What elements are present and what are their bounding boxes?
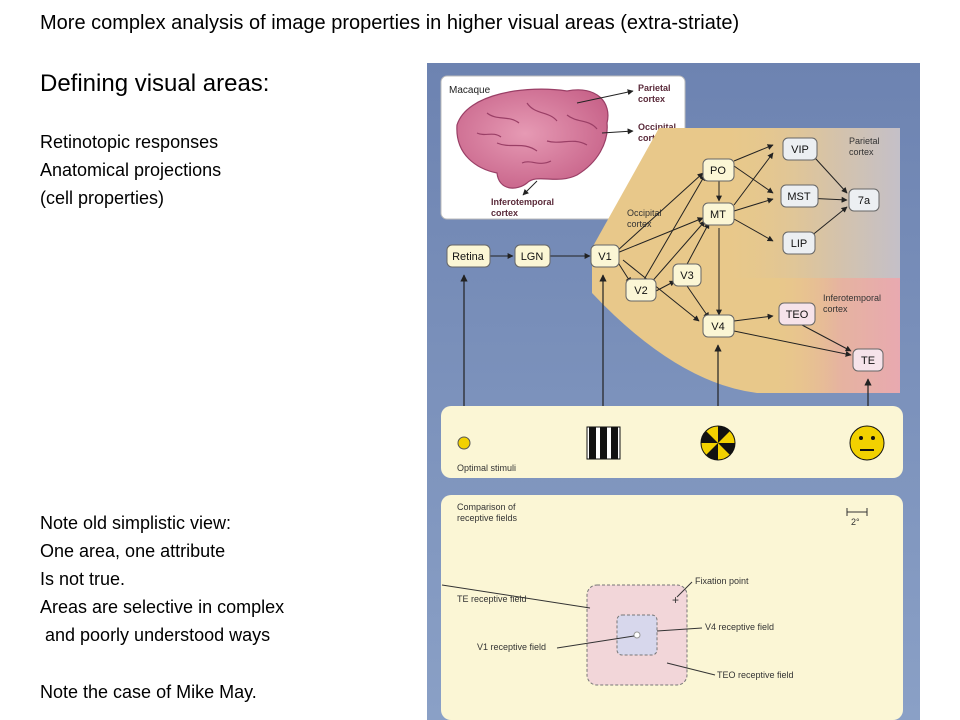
windmill-stimulus-icon [700, 425, 736, 461]
stimuli-background [441, 406, 903, 478]
area-v4-label: V4 [711, 321, 724, 333]
brain-occipital-label-1: Occipital [638, 122, 676, 132]
area-vip: VIP [782, 137, 818, 161]
area-7a: 7a [848, 188, 880, 212]
area-teo: TEO [778, 302, 816, 326]
region-it-label-2: cortex [823, 304, 848, 314]
area-v2: V2 [625, 278, 657, 302]
area-po-label: PO [710, 165, 726, 177]
area-mt: MT [702, 202, 735, 226]
area-lip-label: LIP [791, 238, 808, 250]
area-7a-label: 7a [858, 195, 871, 207]
region-occipital-label-1: Occipital [627, 208, 662, 218]
note-line-4: Areas are selective in complex [40, 597, 285, 617]
area-lip: LIP [782, 231, 816, 255]
visual-pathways-figure: Macaque Parietal cortex Occipital cortex… [427, 63, 920, 720]
brain-parietal-label-1: Parietal [638, 83, 671, 93]
area-v3: V3 [672, 263, 702, 287]
slide-title: More complex analysis of image propertie… [40, 12, 740, 34]
v1-receptive-field [633, 631, 641, 639]
scale-bar: 2° [846, 508, 868, 527]
brain-parietal-label-2: cortex [638, 94, 665, 104]
region-occipital-label-2: cortex [627, 219, 652, 229]
grating-stimulus-icon [586, 426, 621, 460]
area-v4: V4 [702, 314, 735, 338]
fixation-cross: + [672, 593, 679, 607]
area-mst: MST [780, 184, 819, 208]
note-line-1: Note old simplistic view: [40, 513, 232, 533]
note-line-3: Is not true. [40, 569, 126, 589]
area-v2-label: V2 [634, 285, 647, 297]
brain-it-label-2: cortex [491, 208, 518, 218]
receptive-fields-panel: Comparison of receptive fields 2° + Fixa… [441, 495, 903, 720]
area-retina-label: Retina [452, 251, 485, 263]
note-line-5: and poorly understood ways [40, 625, 271, 645]
region-it-label-1: Inferotemporal [823, 293, 881, 303]
area-mst-label: MST [787, 191, 811, 203]
defining-item-anatomical: Anatomical projections [40, 160, 222, 180]
defining-heading: Defining visual areas: [40, 70, 270, 97]
brain-shape [456, 88, 609, 189]
brain-it-label-1: Inferotemporal [491, 197, 554, 207]
area-v1-label: V1 [598, 251, 611, 263]
dot-stimulus-icon [457, 436, 471, 450]
stimuli-label: Optimal stimuli [457, 463, 516, 473]
area-teo-label: TEO [786, 309, 809, 321]
region-parietal-label-1: Parietal [849, 136, 880, 146]
optimal-stimuli-panel: Optimal stimuli [441, 406, 903, 478]
v4-rf-label: V4 receptive field [705, 622, 774, 632]
fixation-label: Fixation point [695, 576, 749, 586]
teo-rf-label: TEO receptive field [717, 670, 794, 680]
v1-rf-label: V1 receptive field [477, 642, 546, 652]
defining-item-cell-properties: (cell properties) [40, 188, 165, 208]
note-line-2: One area, one attribute [40, 541, 226, 561]
area-retina: Retina [446, 244, 491, 268]
area-lgn: LGN [514, 244, 551, 268]
area-po: PO [702, 158, 735, 182]
te-rf-label: TE receptive field [457, 594, 527, 604]
scale-label: 2° [851, 517, 860, 527]
brain-occipital-label-2: cortex [638, 133, 665, 143]
area-mt-label: MT [710, 209, 726, 221]
final-note: Note the case of Mike May. [40, 682, 257, 702]
area-te-label: TE [861, 355, 875, 367]
brain-species-label: Macaque [449, 85, 491, 96]
area-v1: V1 [590, 244, 620, 268]
area-vip-label: VIP [791, 144, 809, 156]
area-te: TE [852, 348, 884, 372]
rf-title-2: receptive fields [457, 513, 518, 523]
area-lgn-label: LGN [521, 251, 544, 263]
face-stimulus-icon [849, 425, 885, 461]
region-parietal-label-2: cortex [849, 147, 874, 157]
area-v3-label: V3 [680, 270, 693, 282]
rf-title-1: Comparison of [457, 502, 516, 512]
defining-item-retinotopic: Retinotopic responses [40, 132, 219, 152]
